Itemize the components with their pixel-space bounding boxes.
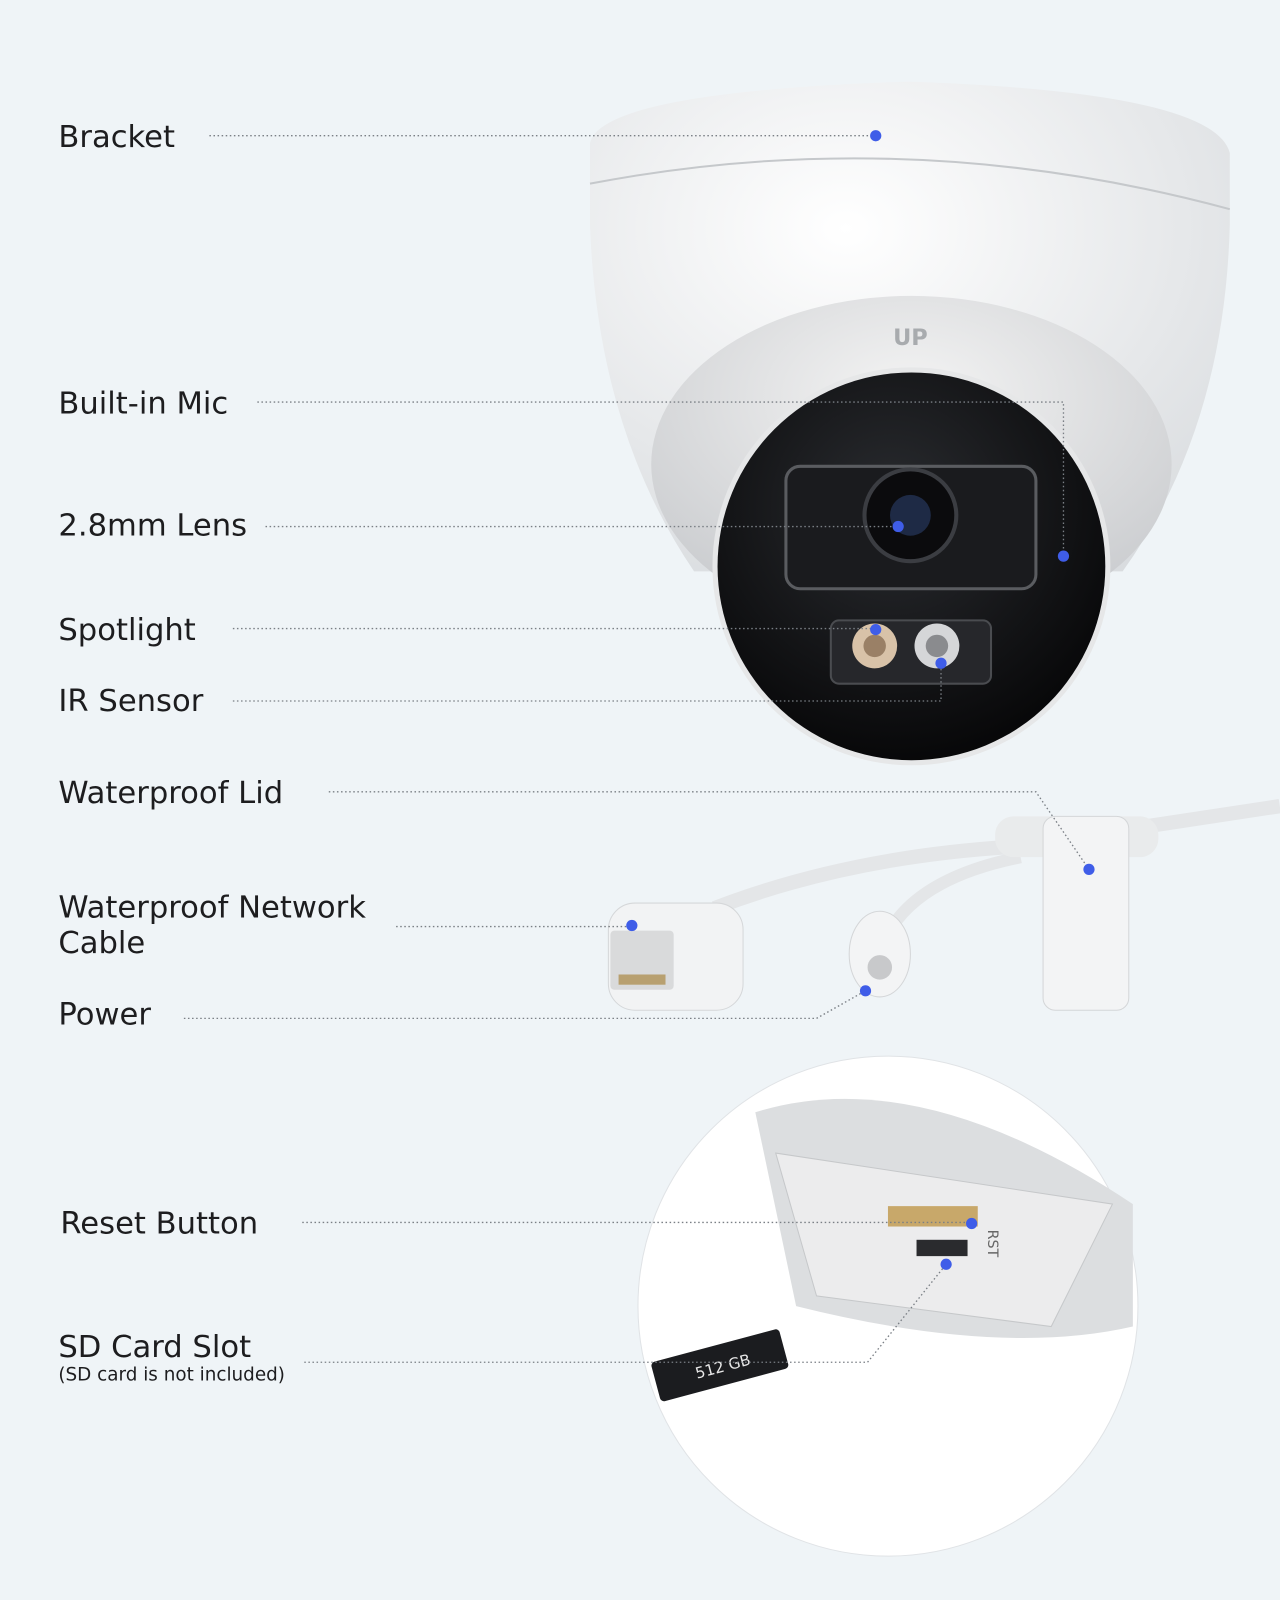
- ir-marker: [935, 657, 947, 669]
- label-sd-note: (SD card is not included): [58, 1365, 285, 1386]
- reset-sd-detail-image: RST 512 GB: [637, 1055, 1139, 1557]
- brand-logo: UP: [893, 325, 928, 351]
- label-lens: 2.8mm Lens: [58, 509, 247, 544]
- spotlight-marker: [870, 623, 882, 636]
- lid-marker: [1083, 863, 1095, 875]
- lens-marker: [892, 520, 904, 533]
- label-spotlight: Spotlight: [58, 613, 195, 648]
- label-waterproof-lid: Waterproof Lid: [58, 776, 283, 811]
- label-mic: Built-in Mic: [58, 386, 228, 421]
- label-reset-button: Reset Button: [60, 1207, 258, 1242]
- rst-marking: RST: [984, 1230, 1000, 1258]
- cables-image: [607, 799, 1280, 1011]
- label-bracket: Bracket: [58, 120, 175, 155]
- bracket-marker: [870, 130, 882, 142]
- label-sd-card-slot: SD Card Slot: [58, 1330, 251, 1365]
- label-power: Power: [58, 997, 151, 1032]
- sd-marker: [940, 1258, 952, 1270]
- dome-camera-image: UP: [589, 81, 1231, 766]
- label-network-cable-line2: Cable: [58, 926, 145, 961]
- mic-marker: [1057, 550, 1070, 562]
- power-marker: [859, 985, 872, 997]
- label-network-cable-line1: Waterproof Network: [58, 890, 366, 925]
- leader-lines: [183, 135, 1090, 1363]
- network-marker: [626, 919, 638, 932]
- marker-dots: [626, 130, 1095, 1270]
- label-ir-sensor: IR Sensor: [58, 684, 203, 719]
- reset-marker: [966, 1217, 978, 1230]
